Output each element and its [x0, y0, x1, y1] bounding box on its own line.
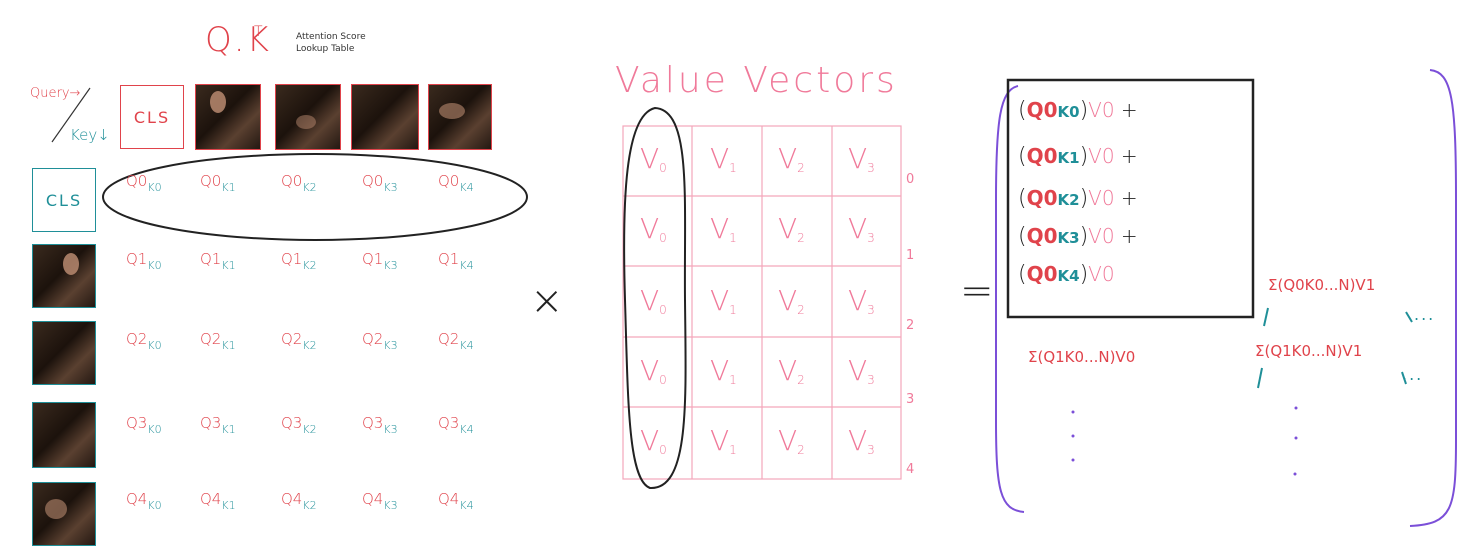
value-cell-r1-v2: V2: [778, 212, 805, 245]
value-cell-r4-v2: V2: [778, 424, 805, 457]
attention-cell-q4-k2: Q4K2: [281, 490, 317, 512]
attention-cell-q4-k4: Q4K4: [438, 490, 474, 512]
value-cell-r3-v3: V3: [848, 354, 875, 387]
attention-cell-q1-k0: Q1K0: [126, 250, 162, 272]
key-cls-token: CLS: [120, 85, 184, 149]
attention-cell-q3-k0: Q3K0: [126, 414, 162, 436]
result-term-1: (Q0K1)V0 +: [1018, 144, 1138, 169]
attention-cell-q0-k2: Q0K2: [281, 172, 317, 194]
query-patch-3-image: [32, 402, 96, 468]
attention-cell-q2-k1: Q2K1: [200, 330, 236, 352]
axis-diagonal: [51, 87, 91, 143]
attention-cell-q2-k4: Q2K4: [438, 330, 474, 352]
value-grid: [622, 125, 902, 480]
value-cell-r3-v2: V2: [778, 354, 805, 387]
value-cell-r3-v0: V0: [640, 354, 667, 387]
value-row-index-1: 1: [906, 248, 915, 263]
left-bracket: [995, 85, 1025, 513]
attention-cell-q4-k0: Q4K0: [126, 490, 162, 512]
key-axis-label: Key↓: [70, 126, 110, 144]
value-cell-r0-v2: V2: [778, 142, 805, 175]
value-cell-r4-v1: V1: [710, 424, 737, 457]
value-row-index-0: 0: [906, 172, 915, 187]
attention-cell-q1-k1: Q1K1: [200, 250, 236, 272]
attention-cell-q1-k3: Q1K3: [362, 250, 398, 272]
value-row-index-3: 3: [906, 392, 915, 407]
query-axis-label: Query→: [30, 86, 81, 101]
key-patch-2-image: [275, 84, 341, 150]
v0-column-loop: [623, 106, 687, 490]
query-cls-token: CLS: [32, 168, 96, 232]
attention-cell-q2-k3: Q2K3: [362, 330, 398, 352]
key-patch-3-image: [351, 84, 419, 150]
result-term-3: (Q0K3)V0 +: [1018, 224, 1138, 249]
attention-cell-q3-k1: Q3K1: [200, 414, 236, 436]
query-patch-2-image: [32, 321, 96, 385]
value-row-index-4: 4: [906, 462, 915, 477]
value-cell-r1-v3: V3: [848, 212, 875, 245]
qk-title: Q.K: [205, 20, 271, 60]
result-term-2: (Q0K2)V0 +: [1018, 186, 1138, 211]
attention-cell-q2-k2: Q2K2: [281, 330, 317, 352]
attention-cell-q0-k4: Q0K4: [438, 172, 474, 194]
attention-cell-q0-k1: Q0K1: [200, 172, 236, 194]
value-vectors-title: Value Vectors: [615, 60, 898, 101]
row0-ellipse: [102, 153, 528, 241]
value-cell-r0-v0: V0: [640, 142, 667, 175]
multiply-sign: ×: [530, 278, 564, 324]
value-cell-r3-v1: V1: [710, 354, 737, 387]
result-ellipsis-row1: ...: [1402, 365, 1424, 384]
attention-cell-q4-k1: Q4K1: [200, 490, 236, 512]
attention-cell-q0-k3: Q0K3: [362, 172, 398, 194]
dots-col-1: [1071, 410, 1075, 462]
value-cell-r2-v3: V3: [848, 284, 875, 317]
key-patch-4-image: [428, 84, 492, 150]
result-cell-1-0: Σ(Q1K0...N)V0: [1028, 348, 1136, 366]
attention-cell-q1-k4: Q1K4: [438, 250, 474, 272]
right-bracket: [1409, 69, 1457, 527]
attention-cell-q3-k4: Q3K4: [438, 414, 474, 436]
value-cell-r4-v0: V0: [640, 424, 667, 457]
value-cell-r1-v0: V0: [640, 212, 667, 245]
result-cell-1-1: Σ(Q1K0...N)V1: [1255, 342, 1363, 360]
value-cell-r1-v1: V1: [710, 212, 737, 245]
attention-cell-q4-k3: Q4K3: [362, 490, 398, 512]
query-patch-4-image: [32, 482, 96, 546]
attention-cell-q3-k2: Q3K2: [281, 414, 317, 436]
result-cell-0-1: Σ(Q0K0...N)V1: [1268, 276, 1376, 294]
equals-sign: =: [960, 268, 994, 314]
attention-cell-q2-k0: Q2K0: [126, 330, 162, 352]
value-cell-r2-v2: V2: [778, 284, 805, 317]
attention-cell-q1-k2: Q1K2: [281, 250, 317, 272]
value-cell-r2-v1: V1: [710, 284, 737, 317]
value-cell-r0-v1: V1: [710, 142, 737, 175]
key-patch-1-image: [195, 84, 261, 150]
attention-cell-q3-k3: Q3K3: [362, 414, 398, 436]
value-cell-r2-v0: V0: [640, 284, 667, 317]
result-term-4: (Q0K4)V0: [1018, 262, 1115, 287]
value-cell-r4-v3: V3: [848, 424, 875, 457]
value-row-index-2: 2: [906, 318, 915, 333]
query-patch-1-image: [32, 244, 96, 308]
value-cell-r0-v3: V3: [848, 142, 875, 175]
result-first-cell-box: [1006, 78, 1255, 319]
attention-cell-q0-k0: Q0K0: [126, 172, 162, 194]
result-ellipsis-row0: ...: [1414, 305, 1436, 324]
dots-col-2: [1293, 406, 1298, 476]
result-term-0: (Q0K0)V0 +: [1018, 98, 1138, 123]
qk-title-superscript: T: [254, 24, 263, 40]
